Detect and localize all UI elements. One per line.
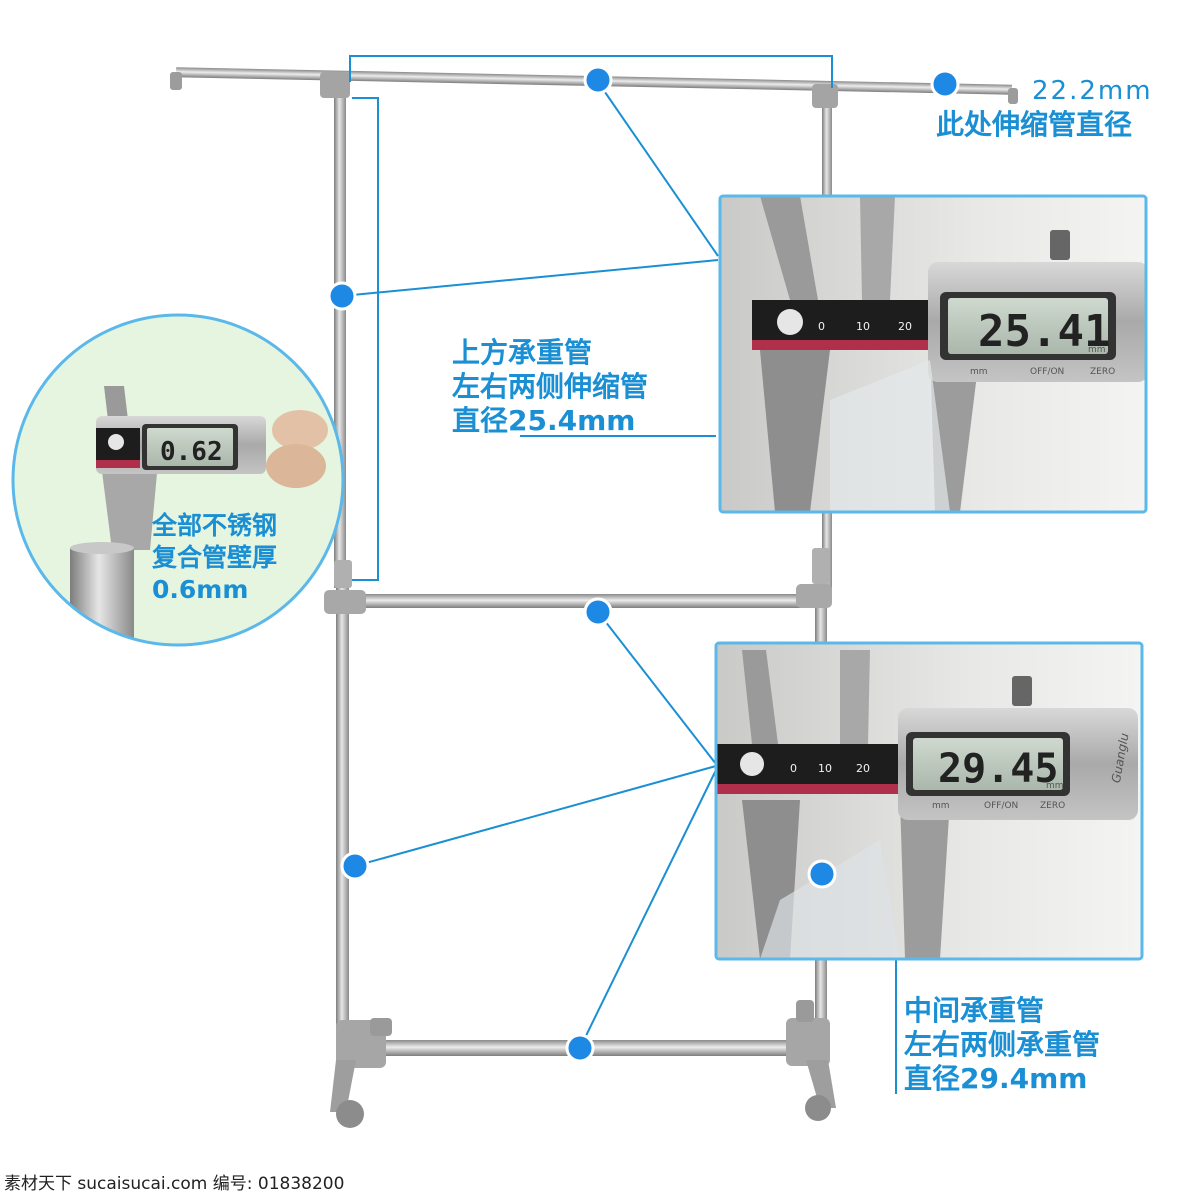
svg-text:mm: mm [932, 801, 950, 811]
svg-text:ZERO: ZERO [1040, 801, 1065, 811]
right-base-joint [786, 1018, 830, 1066]
dot-middle-bar [583, 597, 613, 627]
middle-bar [350, 594, 820, 608]
top-bar-right-cap [1008, 88, 1018, 104]
caliper-photo-top: 0 10 20 25.41 mm mm OFF/ON ZERO [718, 194, 1148, 514]
top-bar-left-cap [170, 72, 182, 90]
lcd-reading-top: 25.41 [978, 306, 1110, 357]
lcd-reading-circle: 0.62 [160, 437, 223, 467]
dot-left-lower [340, 851, 370, 881]
svg-text:10: 10 [856, 320, 870, 333]
right-leg [806, 1060, 836, 1108]
top-right-joint [812, 84, 838, 108]
label-middle-bar: 中间承重管 左右两侧承重管 直径29.4mm [904, 994, 1101, 1095]
svg-text:mm: mm [1046, 781, 1064, 791]
label-wall-thickness: 全部不锈钢 复合管壁厚 0.6mm [152, 511, 278, 604]
dot-top-bar [583, 65, 613, 95]
watermark-footer: 素材天下 sucaisucai.com 编号: 01838200 [4, 1174, 345, 1194]
right-knob [796, 1000, 814, 1022]
dot-left-upper [327, 281, 357, 311]
svg-text:ZERO: ZERO [1090, 367, 1115, 377]
svg-text:mm: mm [1088, 345, 1106, 355]
leader-lines [341, 81, 897, 1094]
top-width-bracket [349, 55, 833, 88]
lcd-reading-bottom: 29.45 [938, 746, 1058, 792]
svg-text:mm: mm [970, 367, 988, 377]
left-knob [370, 1018, 392, 1036]
label-telescopic-diameter: 22.2mm [1032, 76, 1153, 106]
left-lower-pole [336, 588, 349, 1028]
middle-right-joint [796, 584, 832, 608]
dimension-brackets [349, 55, 833, 581]
dot-photo-tube [807, 859, 837, 889]
svg-text:10: 10 [818, 762, 832, 775]
svg-text:0: 0 [818, 320, 825, 333]
dot-bottom-bar [565, 1033, 595, 1063]
left-sleeve [334, 560, 352, 588]
wall-thickness-inset: 0.62 [11, 313, 345, 647]
svg-text:OFF/ON: OFF/ON [1030, 367, 1064, 377]
top-left-joint [320, 72, 350, 98]
middle-left-joint [324, 590, 366, 614]
svg-text:OFF/ON: OFF/ON [984, 801, 1018, 811]
left-height-bracket [352, 97, 379, 581]
right-wheel [805, 1095, 831, 1121]
svg-text:0: 0 [790, 762, 797, 775]
label-upper-bar: 上方承重管 左右两侧伸缩管 直径25.4mm [452, 336, 649, 437]
svg-text:20: 20 [856, 762, 870, 775]
left-wheel [336, 1100, 364, 1128]
marker-dots [327, 65, 960, 1063]
caliper-photo-bottom: 0 10 20 29.45 mm mm OFF/ON ZERO Guanglu [714, 641, 1144, 961]
svg-text:20: 20 [898, 320, 912, 333]
dot-telescopic [930, 69, 960, 99]
label-telescopic-note: 此处伸缩管直径 [936, 108, 1133, 141]
left-leg [330, 1060, 356, 1112]
right-sleeve [812, 548, 830, 584]
